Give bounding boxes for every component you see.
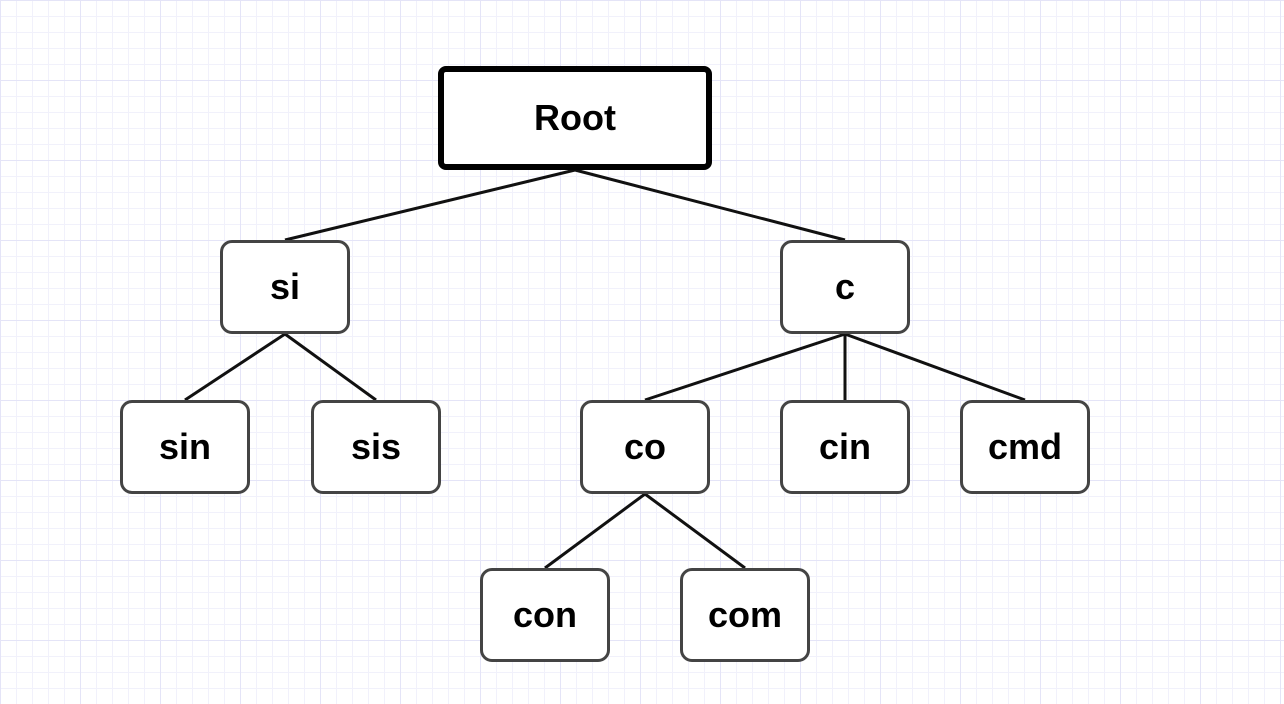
node-si[interactable]: si <box>220 240 350 334</box>
node-con[interactable]: con <box>480 568 610 662</box>
node-sis[interactable]: sis <box>311 400 441 494</box>
node-sin[interactable]: sin <box>120 400 250 494</box>
node-root[interactable]: Root <box>438 66 712 170</box>
node-cin[interactable]: cin <box>780 400 910 494</box>
node-com[interactable]: com <box>680 568 810 662</box>
edge-c-co <box>644 332 846 402</box>
node-cmd[interactable]: cmd <box>960 400 1090 494</box>
edge-co-con <box>544 492 646 570</box>
node-co[interactable]: co <box>580 400 710 494</box>
edge-c-cmd <box>844 332 1026 402</box>
edge-co-com <box>644 492 746 570</box>
edge-root-si <box>284 168 576 242</box>
node-c[interactable]: c <box>780 240 910 334</box>
edge-root-c <box>574 168 846 242</box>
edge-si-sin <box>184 332 286 402</box>
edge-si-sis <box>284 332 377 402</box>
